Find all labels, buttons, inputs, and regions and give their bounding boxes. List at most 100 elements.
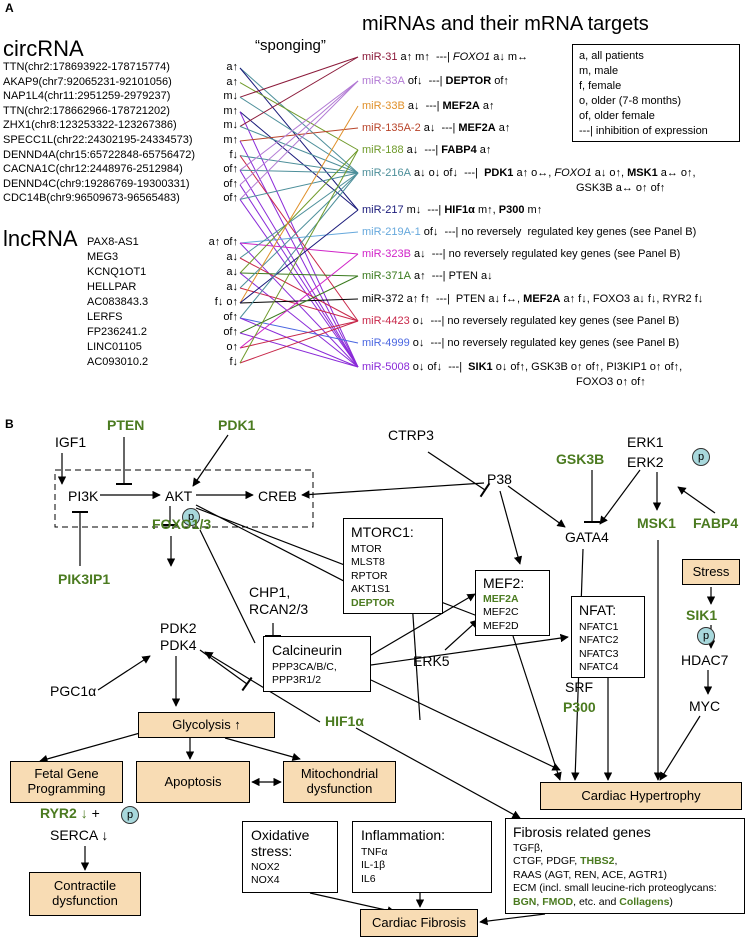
connector-line [677, 486, 716, 514]
connector-line [309, 892, 396, 915]
mirna-row: GSK3B a↔ o↑ of↑ [576, 183, 665, 194]
inflammation-item: TNFα [361, 846, 388, 858]
sponging-line [239, 140, 359, 368]
node-ryr2-row: RYR2 ↓ + [40, 806, 100, 820]
lncrna-regulation: f↓ o↑ [214, 296, 238, 308]
fibrosis-gene-fmod: FMOD [542, 895, 574, 908]
fibrosis-gene-line: ECM (incl. small leucine-rich proteoglyc… [513, 882, 717, 895]
mtorc1-item: AKT1S1 [351, 583, 391, 596]
nfat-title: NFAT: [579, 602, 617, 618]
outcome-contractile-dysfunction: Contractile dysfunction [29, 872, 141, 916]
outcome-apoptosis: Apoptosis [136, 761, 250, 803]
nfat-item: NFATC2 [579, 634, 619, 647]
node-pdk2: PDK2 [160, 620, 197, 636]
sponging-line [239, 56, 359, 127]
mirna-row: miR-372 a↑ f↑ ---| PTEN a↓ f↔, MEF2A a↑ … [362, 294, 703, 305]
sponging-line [239, 172, 359, 200]
circrna-regulation: m↓ [223, 119, 238, 132]
node-serca: SERCA ↓ [50, 827, 109, 843]
mirna-name: miR-33B [362, 100, 405, 112]
mirna-targets: a↓ ---| FABP4 a↑ [403, 144, 492, 156]
legend-entry: o, older (7-8 months) [579, 95, 682, 107]
node-pgc1a: PGC1α [50, 683, 97, 699]
sponging-line [239, 67, 359, 174]
oxidative-item: NOX4 [251, 874, 280, 887]
node-srf: SRF [565, 679, 593, 695]
mirna-row: miR-4999 o↓ ---| no reversely regulated … [362, 338, 679, 349]
mirna-name: miR-219A-1 [362, 226, 421, 238]
mirna-row: miR-4423 o↓ ---| no reversely regulated … [362, 316, 679, 327]
lncrna-regulation: a↑ of↑ [208, 236, 238, 248]
node-pik3ip1: PIK3IP1 [58, 571, 111, 587]
fibrosis-gene-line: TGFβ, [513, 842, 543, 854]
lncrna-regulation: o↑ [226, 341, 238, 353]
connector-line [479, 913, 546, 926]
mirna-row: miR-219A-1 of↓ ---| no reversely regulat… [362, 227, 696, 238]
connector-line [192, 434, 229, 487]
circrna-name: NAP1L4(chr11:2951259-2979237) [3, 90, 171, 103]
circrna-name: AKAP9(chr7:92065231-92101056) [3, 75, 172, 88]
fibrosis-gene-thbs2: THBS2 [580, 855, 615, 868]
sponging-line [239, 320, 359, 364]
mtorc1-title: MTORC1: [351, 524, 414, 540]
connector-line [204, 651, 321, 723]
legend-entry: of, older female [579, 110, 655, 122]
lncrna-regulation: of↑ [223, 311, 238, 323]
sponging-line [239, 272, 359, 368]
node-p38: P38 [487, 471, 512, 487]
mef2-box: MEF2: MEF2A MEF2C MEF2D [475, 570, 550, 636]
sponging-line [239, 169, 359, 368]
mtorc1-item: RPTOR [351, 569, 388, 582]
foxo-line [199, 529, 256, 644]
mirna-row: miR-188 a↓ ---| FABP4 a↑ [362, 145, 491, 156]
circrna-name: DENND4C(chr9:19286769-19300331) [3, 177, 190, 190]
fibrosis-gene-line: RAAS (AGT, REN, ACE, AGTR1) [513, 868, 668, 881]
circrna-regulation: of↑ [223, 163, 238, 176]
sponging-line [239, 127, 359, 142]
sponging-line [239, 275, 359, 334]
lncrna-name: FP236241.2 [87, 326, 147, 338]
fibrosis-gene-text: CTGF, PDGF, [513, 855, 581, 868]
akt-line-2 [195, 507, 489, 621]
sponging-line [239, 80, 359, 200]
node-p300: P300 [563, 699, 596, 715]
connector-line [224, 737, 301, 762]
connector-line [39, 732, 141, 764]
legend-entry: f, female [579, 80, 622, 92]
mef2-title: MEF2: [483, 575, 525, 591]
outcome-cardiac-fibrosis: Cardiac Fibrosis [360, 909, 478, 937]
node-fabp4: FABP4 [693, 515, 739, 531]
mtorc1-item: MTOR [351, 543, 382, 555]
phospho-sik1-badge: p [697, 627, 715, 645]
lncrna-name: AC093010.2 [87, 356, 149, 368]
connector-line [507, 485, 566, 528]
calcineurin-title: Calcineurin [272, 642, 343, 658]
circrna-name: CDC14B(chr9:96509673-96565483) [3, 192, 180, 205]
circrna-regulation: a↑ [226, 75, 238, 88]
outcome-fetal-gene-programming: Fetal Gene Programming [10, 761, 123, 803]
sponging-line [239, 332, 359, 368]
mirna-row: miR-5008 o↓ of↓ ---| SIK1 o↓ of↑, GSK3B … [362, 362, 682, 373]
mirna-name: miR-217 [362, 204, 404, 216]
oxidative-title-2: stress: [251, 843, 293, 859]
mirna-name: miR-372 [362, 293, 404, 305]
node-foxo13: FOXO1/3 [152, 516, 212, 532]
mirna-row: miR-216A a↓ o↓ of↓ ---| PDK1 a↑ o↔, FOXO… [362, 168, 696, 179]
node-akt: AKT [165, 488, 193, 504]
mirna-name: miR-31 [362, 51, 398, 63]
mirna-name: miR-216A [362, 167, 411, 179]
sponging-line [239, 80, 359, 186]
outcome-glycolysis: Glycolysis ↑ [138, 712, 275, 738]
circrna-name: SPECC1L(chr22:24302195-24334573) [3, 134, 193, 146]
connector-line [444, 619, 479, 651]
node-pi3k: PI3K [68, 488, 99, 504]
mef2-item-mef2a: MEF2A [483, 593, 519, 605]
fibrosis-gene-bgn: BGN [513, 895, 537, 908]
mirna-targets: a↓ o↓ of↓ ---| PDK1 a↑ o↔, FOXO1 a↓ o↑, … [410, 167, 696, 179]
nfat-item: NFATC3 [579, 647, 619, 660]
nfat-item: NFATC4 [579, 661, 619, 674]
sponging-line [239, 111, 359, 368]
mirna-targets: a↓ ---| MEF2A a↑ [404, 100, 495, 112]
